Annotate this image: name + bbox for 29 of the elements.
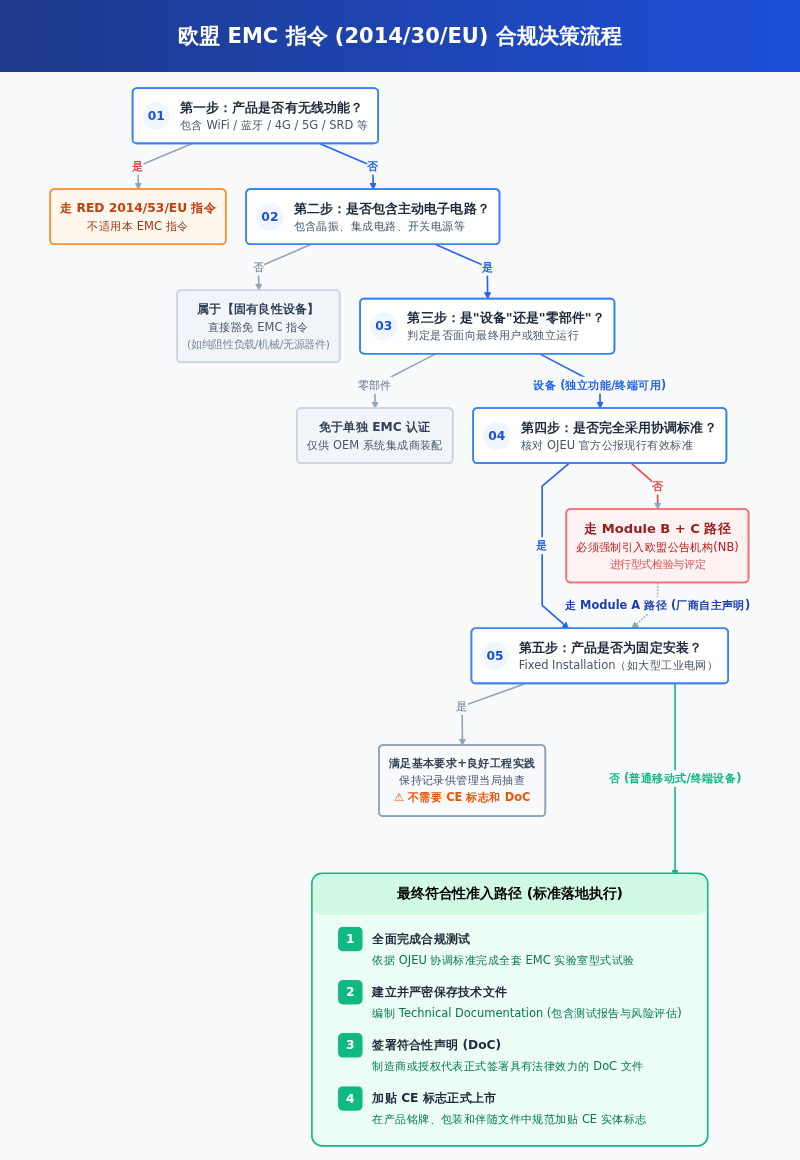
title: 欧盟 EMC 指令 (2014/30/EU) 合规决策流程 xyxy=(178,23,622,50)
node-label: 依据 OJEU 协调标准完成全套 EMC 实验室型式试验 xyxy=(372,953,635,967)
edge-label: 否 (普通移动式/终端设备) xyxy=(608,771,742,785)
arrow xyxy=(541,462,570,629)
node-label: 在产品铭牌、包装和伴随文件中规范加贴 CE 实体标志 xyxy=(372,1112,647,1126)
node-box: 1 xyxy=(337,926,363,952)
node-box: 3 xyxy=(337,1033,363,1058)
arrow xyxy=(434,243,492,300)
edge-label: 走 Module A 路径 (厂商自主声明) xyxy=(564,598,750,612)
edge-label: 否 xyxy=(366,159,379,173)
arrow xyxy=(458,682,526,746)
edge-label: 设备 (独立功能/终端可用) xyxy=(533,378,667,392)
arrow xyxy=(319,142,377,190)
node-box: 2 xyxy=(337,979,363,1005)
node-label: 签署符合性声明 (DoC) xyxy=(372,1037,502,1053)
node-label: 建立并严密保存技术文件 xyxy=(372,984,507,1000)
arrow xyxy=(254,243,312,291)
node-label: 编制 Technical Documentation (包含测试报告与风险评估) xyxy=(372,1006,682,1020)
node-label: 全面完成合规测试 xyxy=(372,931,471,947)
edge-label: 否 xyxy=(252,260,264,274)
edge-label: 否 xyxy=(651,479,663,493)
edge-label: 是 xyxy=(481,260,493,274)
node-label: 制造商或授权代表正式签署具有法律效力的 DoC 文件 xyxy=(372,1059,644,1073)
node-label: 加贴 CE 标志正式上市 xyxy=(372,1090,497,1106)
edge-label: 是 xyxy=(456,699,468,713)
edge-label: 零部件 xyxy=(357,378,392,392)
edge-label: 是 xyxy=(536,538,548,552)
edge-label: 是 xyxy=(132,159,144,173)
node-box: 4 xyxy=(337,1086,363,1111)
